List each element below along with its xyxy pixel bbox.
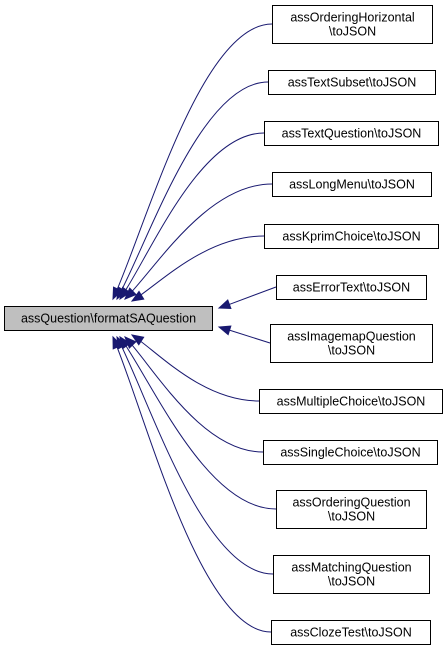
node-box	[259, 389, 443, 414]
arrowhead	[124, 287, 137, 300]
edge-multiple-choice	[130, 334, 260, 402]
node-label: \toJSON	[328, 344, 375, 358]
node-box	[263, 440, 438, 465]
edges-layer	[112, 23, 277, 633]
node-multiple-choice[interactable]: assMultipleChoice\toJSON	[259, 389, 443, 414]
node-label: \toJSON	[328, 510, 375, 524]
edge-line	[228, 329, 271, 344]
node-label: assClozeTest\toJSON	[290, 626, 412, 640]
edge-line	[124, 336, 264, 453]
node-label: assSingleChoice\toJSON	[280, 446, 420, 460]
node-label: \toJSON	[328, 575, 375, 589]
edge-long-menu	[124, 183, 273, 300]
nodes-layer: assQuestion\formatSAQuestion assOrderingH…	[4, 5, 443, 645]
node-box	[273, 555, 430, 594]
arrowhead	[130, 290, 145, 302]
edge-kprim-choice	[130, 235, 265, 302]
node-box	[272, 172, 432, 197]
edge-cloze-test	[112, 335, 272, 633]
node-box	[264, 121, 439, 146]
arrowhead	[217, 325, 232, 336]
node-label: assKprimChoice\toJSON	[282, 230, 420, 244]
node-label: \toJSON	[329, 25, 376, 39]
edge-line	[119, 132, 265, 300]
node-imagemap-question[interactable]: assImagemapQuestion\toJSON	[270, 324, 433, 363]
edge-ordering-question	[119, 335, 277, 510]
edge-imagemap-question	[217, 325, 271, 344]
node-ordering-horizontal[interactable]: assOrderingHorizontal\toJSON	[272, 5, 433, 44]
edge-line	[228, 286, 277, 306]
node-cloze-test[interactable]: assClozeTest\toJSON	[271, 620, 431, 645]
node-label: assOrderingQuestion	[292, 496, 410, 510]
node-label: assTextQuestion\toJSON	[282, 127, 422, 141]
edge-line	[119, 336, 277, 510]
node-box	[271, 620, 431, 645]
node-label: assTextSubset\toJSON	[288, 76, 417, 90]
node-label: assMultipleChoice\toJSON	[277, 395, 426, 409]
edge-single-choice	[124, 336, 264, 453]
node-matching-question[interactable]: assMatchingQuestion\toJSON	[273, 555, 430, 594]
edge-line	[131, 235, 265, 302]
edge-line	[112, 336, 272, 633]
node-label: assLongMenu\toJSON	[289, 178, 415, 192]
node-box	[268, 70, 436, 95]
arrowhead	[119, 286, 131, 301]
node-box	[4, 306, 213, 331]
edge-line	[112, 23, 273, 300]
node-box	[270, 324, 433, 363]
arrowhead	[112, 335, 123, 350]
arrowhead	[217, 299, 232, 309]
node-label: assQuestion\formatSAQuestion	[21, 312, 196, 326]
node-kprim-choice[interactable]: assKprimChoice\toJSON	[264, 224, 439, 249]
node-box	[272, 5, 433, 44]
node-label: assOrderingHorizontal	[290, 11, 414, 25]
node-ordering-question[interactable]: assOrderingQuestion\toJSON	[276, 490, 427, 529]
node-long-menu[interactable]: assLongMenu\toJSON	[272, 172, 432, 197]
edge-line	[131, 334, 260, 402]
edge-line	[116, 81, 269, 300]
node-error-text[interactable]: assErrorText\toJSON	[276, 275, 427, 300]
node-text-subset[interactable]: assTextSubset\toJSON	[268, 70, 436, 95]
node-label: assMatchingQuestion	[291, 561, 411, 575]
node-root[interactable]: assQuestion\formatSAQuestion	[4, 306, 213, 331]
edge-error-text	[217, 286, 277, 309]
arrowhead	[130, 334, 145, 346]
edge-text-question	[119, 132, 265, 301]
node-single-choice[interactable]: assSingleChoice\toJSON	[263, 440, 438, 465]
node-label: assErrorText\toJSON	[293, 281, 410, 295]
node-box	[276, 275, 427, 300]
edge-line	[124, 183, 273, 300]
node-label: assImagemapQuestion	[287, 330, 416, 344]
node-text-question[interactable]: assTextQuestion\toJSON	[264, 121, 439, 146]
node-box	[276, 490, 427, 529]
edge-line	[116, 336, 274, 575]
node-box	[264, 224, 439, 249]
